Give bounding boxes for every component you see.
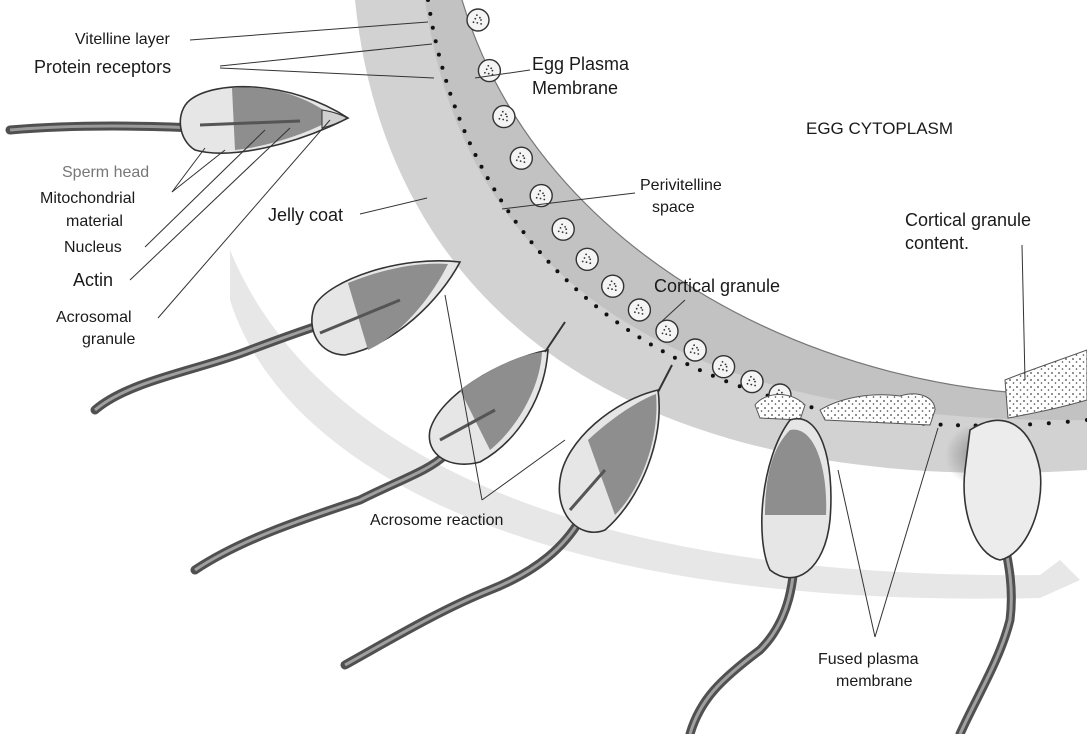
vitelline-dot (434, 39, 438, 43)
label-cortical-granule: Cortical granule (654, 276, 780, 296)
vitelline-dot (594, 304, 598, 308)
vitelline-dot (444, 79, 448, 83)
vitelline-dot (458, 117, 462, 121)
label-acrosome-reaction: Acrosome reaction (370, 512, 503, 529)
label-acrosomal-line2: granule (82, 331, 135, 348)
label-vitelline-layer: Vitelline layer (75, 31, 171, 48)
vitelline-dot (574, 287, 578, 291)
vitelline-dot (448, 92, 452, 96)
label-mitochondrial-line2: material (66, 213, 123, 230)
label-perivitelline-line2: space (652, 199, 695, 216)
vitelline-dot (555, 269, 559, 273)
cortical-granule (628, 299, 650, 321)
label-mitochondrial-line1: Mitochondrial (40, 190, 135, 207)
vitelline-dot (480, 165, 484, 169)
cortical-granule (602, 275, 624, 297)
vitelline-dot (673, 356, 677, 360)
vitelline-dot (685, 362, 689, 366)
vitelline-dot (428, 12, 432, 16)
label-fused-plasma-membrane-line2: membrane (836, 673, 913, 690)
label-acrosomal-line1: Acrosomal (56, 309, 132, 326)
vitelline-dot (538, 250, 542, 254)
label-protein-receptors: Protein receptors (34, 57, 171, 77)
vitelline-dot (1066, 420, 1070, 424)
vitelline-dot (453, 104, 457, 108)
vitelline-dot (956, 423, 960, 427)
cortical-granule (741, 371, 763, 393)
label-egg-plasma-membrane-line1: Egg Plasma (532, 54, 630, 74)
vitelline-dot (530, 240, 534, 244)
vitelline-dot (711, 374, 715, 378)
vitelline-dot (468, 141, 472, 145)
cortical-granule (510, 147, 532, 169)
label-sperm-head: Sperm head (62, 164, 149, 181)
vitelline-dot (440, 66, 444, 70)
vitelline-dot (499, 198, 503, 202)
label-actin: Actin (73, 270, 113, 290)
label-egg-cytoplasm: EGG CYTOPLASM (806, 119, 953, 138)
vitelline-dot (724, 379, 728, 383)
label-egg-plasma-membrane-line2: Membrane (532, 78, 618, 98)
vitelline-dot (605, 313, 609, 317)
vitelline-dot (698, 368, 702, 372)
cortical-granule (478, 60, 500, 82)
vitelline-dot (474, 153, 478, 157)
cortical-granule (467, 9, 489, 31)
cortical-granule (493, 106, 515, 128)
cortical-granule (684, 339, 706, 361)
vitelline-dot (626, 328, 630, 332)
label-cortical-granule-content-line1: Cortical granule (905, 210, 1031, 230)
vitelline-dot (1028, 422, 1032, 426)
vitelline-dot (584, 296, 588, 300)
vitelline-dot (1047, 421, 1051, 425)
vitelline-dot (810, 405, 814, 409)
vitelline-dot (486, 176, 490, 180)
label-fused-plasma-membrane-line1: Fused plasma (818, 651, 919, 668)
vitelline-dot (492, 187, 496, 191)
cortical-granule (576, 248, 598, 270)
vitelline-dot (649, 343, 653, 347)
vitelline-dot (661, 349, 665, 353)
cortical-granule (713, 356, 735, 378)
label-nucleus: Nucleus (64, 239, 122, 256)
vitelline-dot (463, 129, 467, 133)
vitelline-dot (939, 423, 943, 427)
vitelline-dot (522, 230, 526, 234)
vitelline-dot (565, 278, 569, 282)
cortical-granule (552, 218, 574, 240)
label-cortical-granule-content-line2: content. (905, 233, 969, 253)
vitelline-dot (514, 220, 518, 224)
vitelline-dot (637, 335, 641, 339)
cortical-granule (656, 320, 678, 342)
vitelline-dot (506, 209, 510, 213)
label-perivitelline-line1: Perivitelline (640, 177, 722, 194)
vitelline-dot (437, 53, 441, 57)
vitelline-dot (431, 26, 435, 30)
label-jelly-coat: Jelly coat (268, 205, 343, 225)
vitelline-dot (615, 320, 619, 324)
vitelline-dot (547, 260, 551, 264)
